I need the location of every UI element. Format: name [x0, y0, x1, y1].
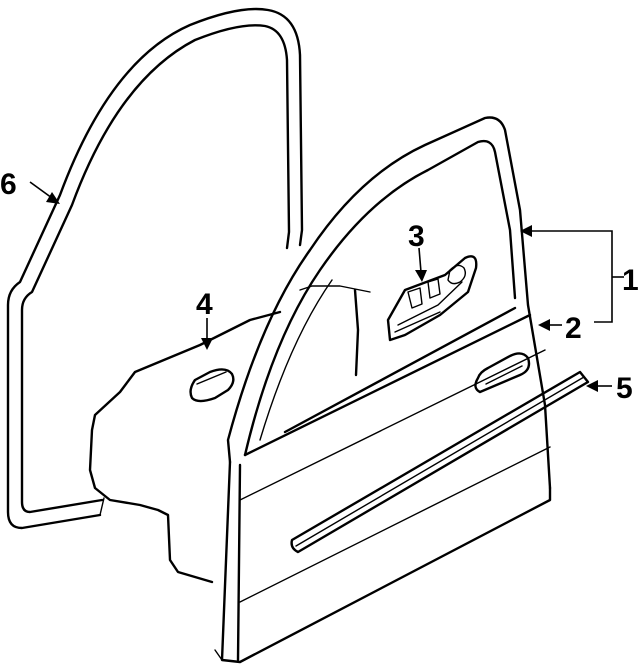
callout-5: 5 [616, 372, 633, 405]
callout-3: 3 [408, 220, 425, 253]
water-shield [88, 285, 371, 584]
door-shell [214, 116, 552, 664]
leader-lines [29, 181, 624, 392]
callout-4: 4 [196, 288, 213, 321]
body-side-molding [290, 370, 590, 554]
callout-1: 1 [622, 264, 639, 297]
inner-handle [386, 255, 478, 342]
callout-6: 6 [0, 168, 17, 201]
weatherstrip-seal [6, 7, 304, 530]
callout-2: 2 [565, 312, 582, 345]
